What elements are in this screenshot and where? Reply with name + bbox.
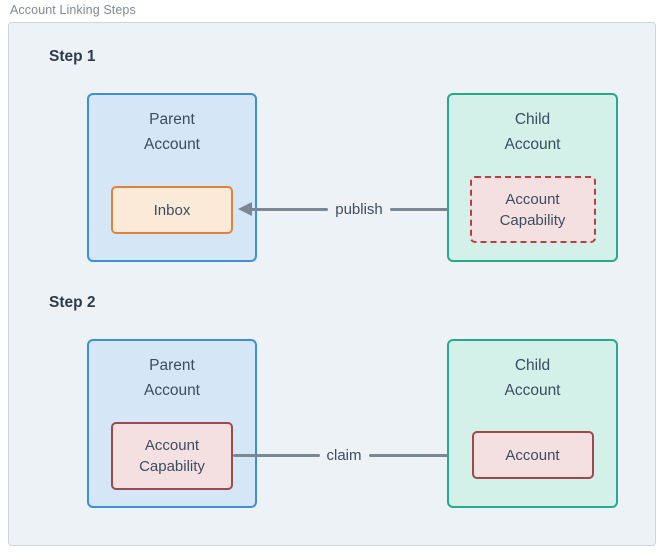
step1-parent-account-title: Parent Account xyxy=(89,95,255,157)
node-title-line: Account xyxy=(504,382,561,399)
arrow-line xyxy=(233,453,320,457)
arrow-line xyxy=(368,453,456,457)
inner-node-label-line: Account xyxy=(144,437,200,454)
step2-parent-account-node: Parent Account Account Capability xyxy=(87,339,257,508)
step1-child-account-node: Child Account Account Capability xyxy=(447,93,618,262)
node-title-line: Account xyxy=(143,382,200,399)
step1-publish-arrow: publish xyxy=(238,199,470,219)
node-title-line: Child xyxy=(514,111,551,128)
node-title-line: Parent xyxy=(149,357,195,374)
step1-parent-account-node: Parent Account Inbox xyxy=(87,93,257,262)
step2-claim-arrow-label: claim xyxy=(319,446,369,464)
step2-parent-account-title: Parent Account xyxy=(89,341,255,403)
node-title-line: Parent xyxy=(149,111,195,128)
step1-inbox-node: Inbox xyxy=(111,186,233,234)
node-title-line: Child xyxy=(514,357,551,374)
step1-child-account-title: Child Account xyxy=(449,95,616,157)
step1-publish-arrow-label: publish xyxy=(328,200,390,218)
node-title-line: Account xyxy=(504,136,561,153)
inner-node-label-line: Account xyxy=(505,190,560,208)
figure-title: Account Linking Steps xyxy=(10,3,136,17)
step2-account-capability-node: Account Capability xyxy=(111,422,233,490)
step2-child-account-node: Child Account Account xyxy=(447,339,618,508)
step2-account-node: Account xyxy=(471,431,594,479)
arrow-line xyxy=(249,207,329,211)
inner-node-label-line: Capability xyxy=(499,211,566,229)
inner-node-label: Inbox xyxy=(153,201,191,219)
step2-claim-arrow: claim xyxy=(233,445,467,465)
inner-node-label-line: Capability xyxy=(139,458,205,475)
arrowhead-left-icon xyxy=(238,202,252,216)
step1-account-capability-node: Account Capability xyxy=(469,176,596,243)
diagram-canvas: Step 1 Parent Account Inbox publish Chil… xyxy=(8,22,656,546)
arrow-line xyxy=(389,207,470,211)
step-2-heading: Step 2 xyxy=(49,294,96,311)
step-1-heading: Step 1 xyxy=(49,48,96,65)
inner-node-label: Account xyxy=(505,446,560,464)
node-title-line: Account xyxy=(143,136,200,153)
step2-child-account-title: Child Account xyxy=(449,341,616,403)
